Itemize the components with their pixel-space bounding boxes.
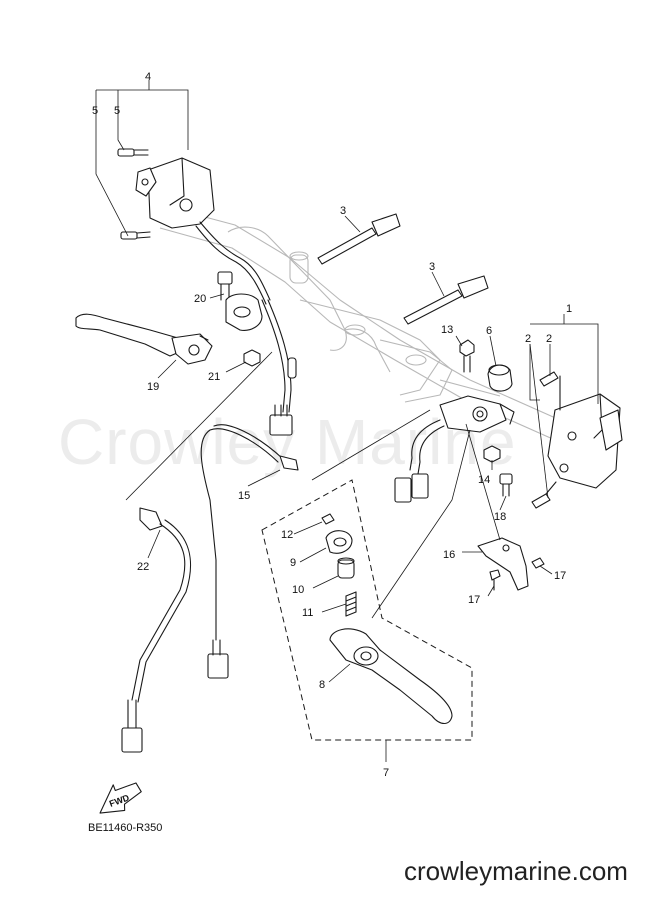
screw-17-right — [531, 557, 545, 569]
callout-9: 9 — [290, 557, 296, 569]
lever-holder-6 — [487, 364, 513, 392]
callout-1: 1 — [566, 303, 572, 315]
callout-4: 4 — [145, 71, 151, 83]
callout-5-left: 5 — [92, 105, 98, 117]
left-handlebar-switch — [135, 157, 271, 305]
callout-3-lower: 3 — [429, 261, 435, 273]
spring-11 — [345, 591, 357, 617]
right-handlebar-switch — [547, 375, 623, 489]
callout-2-left: 2 — [525, 333, 531, 345]
right-switch-screw-2-upper — [539, 371, 559, 387]
switch-screw-5-upper — [117, 148, 149, 157]
forward-arrow-icon: FWD — [99, 782, 142, 814]
right-switch-screw-2-lower — [531, 481, 557, 509]
hot-start-lever-8 — [329, 628, 453, 725]
pivot-bolt-20 — [217, 271, 233, 301]
callout-10: 10 — [292, 584, 304, 596]
callout-labels: 1 2 2 3 3 4 5 5 6 7 8 9 10 11 12 13 14 1… — [92, 71, 572, 779]
nut-21 — [243, 349, 261, 367]
clutch-switch-harness — [394, 419, 445, 503]
drawing-code: BE11460-R350 — [88, 822, 163, 834]
left-lever — [75, 313, 213, 365]
collar-9 — [325, 530, 353, 554]
left-switch-harness — [261, 299, 297, 436]
callout-11: 11 — [302, 607, 313, 619]
bolt-18 — [499, 473, 513, 497]
callout-12: 12 — [281, 529, 293, 541]
callout-20: 20 — [194, 293, 206, 305]
callout-17-left: 17 — [468, 594, 480, 606]
holder-bracket — [439, 395, 515, 433]
callout-15: 15 — [238, 490, 250, 502]
nut-14 — [483, 445, 501, 463]
left-bracket — [225, 293, 263, 331]
callout-21: 21 — [208, 371, 220, 383]
plate-16 — [477, 537, 529, 591]
callout-22: 22 — [137, 561, 149, 573]
callout-3-upper: 3 — [340, 205, 346, 217]
cable-tie-upper — [317, 213, 401, 265]
callout-17-right: 17 — [554, 570, 566, 582]
switch-screw-5-lower — [120, 231, 151, 240]
harness-15 — [200, 424, 299, 679]
callout-16: 16 — [443, 549, 455, 561]
callout-6: 6 — [486, 325, 492, 337]
hot-start-lever-assembly-outline — [261, 479, 473, 741]
plunger-10 — [337, 557, 355, 579]
handlebar-outline — [159, 204, 561, 441]
callout-14: 14 — [478, 474, 490, 486]
callout-5-right: 5 — [114, 105, 120, 117]
callout-2-right: 2 — [546, 333, 552, 345]
callout-7: 7 — [383, 767, 389, 779]
site-name: crowleymarine.com — [404, 856, 628, 886]
cable-tie-lower — [403, 275, 489, 325]
callout-13: 13 — [441, 324, 453, 336]
callout-8: 8 — [319, 679, 325, 691]
callout-19: 19 — [147, 381, 159, 393]
sensor-22 — [121, 507, 192, 753]
callout-18: 18 — [494, 511, 506, 523]
screw-12 — [321, 513, 335, 525]
bolt-13 — [459, 339, 475, 373]
leader-lines — [95, 80, 599, 762]
screw-17-left — [489, 569, 501, 591]
